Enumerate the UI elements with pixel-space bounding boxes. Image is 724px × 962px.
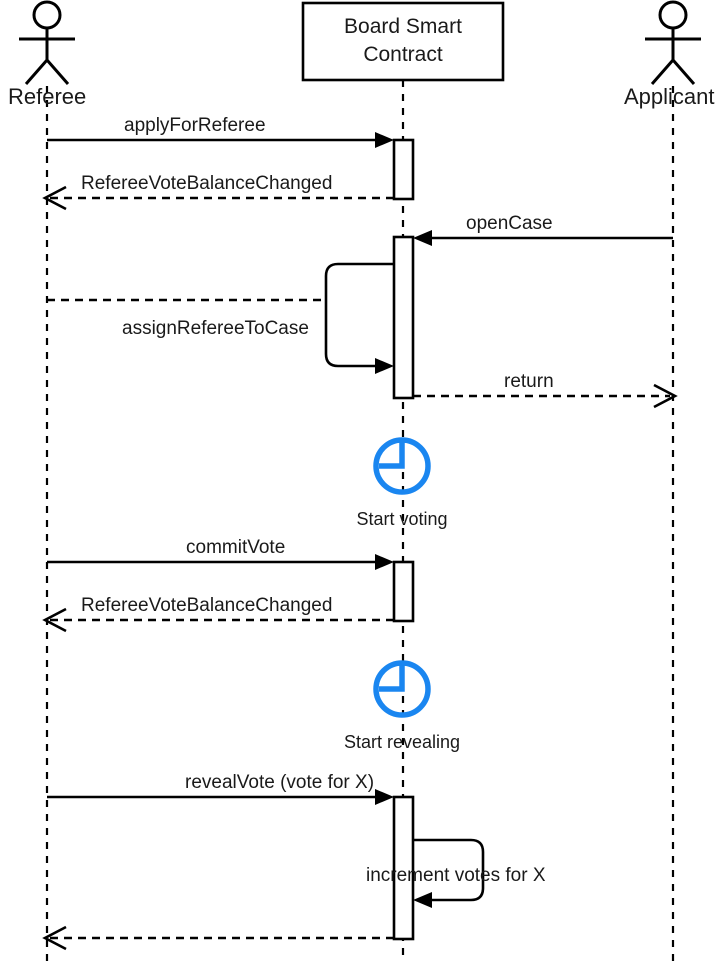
- activation-bar-3: [392, 560, 415, 623]
- message-final-return[interactable]: [42, 925, 394, 951]
- participant-applicant[interactable]: Applicant: [624, 0, 715, 109]
- time-event-label-start-voting: Start voting: [356, 509, 447, 529]
- time-event-start-revealing[interactable]: Start revealing: [344, 660, 460, 752]
- clock-icon: [373, 437, 431, 495]
- arrowhead-filled-right: [375, 358, 394, 374]
- participant-label-referee: Referee: [8, 84, 86, 109]
- time-event-start-voting[interactable]: Start voting: [356, 437, 448, 529]
- participant-label-board-line1: Board Smart: [344, 15, 462, 38]
- participant-label-board-line2: Contract: [363, 43, 443, 66]
- activation-bar-4: [392, 795, 415, 941]
- arrowhead-filled-left: [413, 230, 432, 246]
- message-assign-referee-to-case[interactable]: assignRefereeToCase: [47, 262, 394, 374]
- message-open-case[interactable]: openCase: [413, 213, 673, 246]
- message-label-referee-vote-balance-changed: RefereeVoteBalanceChanged: [81, 595, 332, 616]
- message-commit-vote[interactable]: commitVote: [47, 537, 394, 570]
- arrowhead-open-left: [42, 607, 67, 633]
- message-referee-vote-balance-changed-1[interactable]: RefereeVoteBalanceChanged: [42, 173, 394, 211]
- participant-board-smart-contract[interactable]: Board Smart Contract: [301, 1, 505, 82]
- participant-label-applicant: Applicant: [624, 84, 715, 109]
- message-reveal-vote[interactable]: revealVote (vote for X): [47, 772, 394, 805]
- time-event-label-start-revealing: Start revealing: [344, 732, 460, 752]
- arrowhead-open-left: [42, 925, 67, 951]
- arrowhead-filled-right: [375, 554, 394, 570]
- participant-referee[interactable]: Referee: [8, 0, 86, 109]
- message-return-to-applicant[interactable]: return: [413, 371, 678, 409]
- message-label-referee-vote-balance-changed: RefereeVoteBalanceChanged: [81, 173, 332, 194]
- message-label-reveal-vote: revealVote (vote for X): [185, 772, 374, 793]
- message-label-open-case: openCase: [466, 213, 553, 234]
- arrowhead-filled-left: [413, 892, 432, 908]
- message-apply-for-referee[interactable]: applyForReferee: [47, 115, 394, 148]
- clock-icon: [373, 660, 431, 718]
- activation-bar-1: [392, 138, 415, 201]
- actor-stick-figure-icon: [19, 0, 75, 85]
- message-label-apply-for-referee: applyForReferee: [124, 115, 266, 136]
- message-label-assign-referee-to-case: assignRefereeToCase: [122, 318, 309, 339]
- activation-bar-2: [392, 235, 415, 400]
- arrowhead-open-right: [653, 383, 678, 409]
- message-increment-votes[interactable]: increment votes for X: [366, 838, 546, 908]
- arrowhead-filled-right: [375, 789, 394, 805]
- arrowhead-open-left: [42, 185, 67, 211]
- self-message-loop-path: [413, 838, 485, 902]
- message-label-commit-vote: commitVote: [186, 537, 285, 558]
- self-message-loop-path: [324, 262, 394, 368]
- message-referee-vote-balance-changed-2[interactable]: RefereeVoteBalanceChanged: [42, 595, 394, 633]
- arrowhead-filled-right: [375, 132, 394, 148]
- object-box-board-smart-contract: [301, 1, 505, 82]
- actor-stick-figure-icon: [645, 0, 701, 85]
- message-label-increment-votes: increment votes for X: [366, 865, 546, 886]
- message-label-return: return: [504, 371, 554, 392]
